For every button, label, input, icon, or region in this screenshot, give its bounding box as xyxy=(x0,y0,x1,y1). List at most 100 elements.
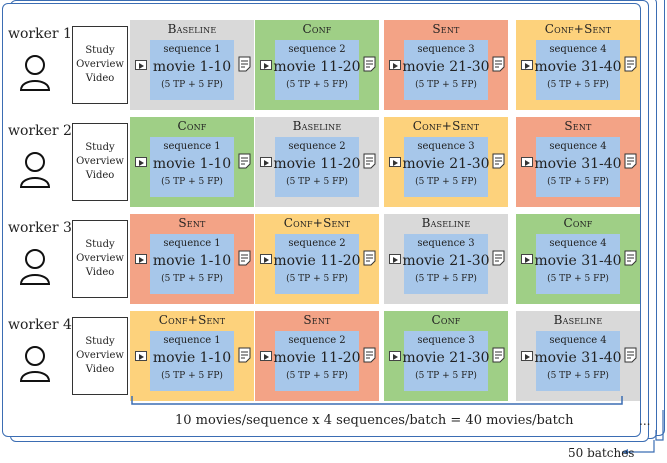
sequence-box: sequence 4 movie 31-40 (5 TP + 5 FP) xyxy=(534,234,622,294)
condition-name: Sent xyxy=(432,22,460,36)
video-play-icon xyxy=(135,60,147,70)
condition-block: Conf sequence 4 movie 31-40 (5 TP + 5 FP… xyxy=(516,214,640,304)
sequence-box: sequence 2 movie 11-20 (5 TP + 5 FP) xyxy=(273,234,361,294)
person-icon xyxy=(19,55,51,91)
movie-range: movie 31-40 xyxy=(534,156,622,172)
movie-range: movie 1-10 xyxy=(152,350,232,366)
worker-label: worker 2 xyxy=(8,123,72,139)
questionnaire-icon xyxy=(238,153,251,169)
tp-fp-counts: (5 TP + 5 FP) xyxy=(286,80,348,90)
tp-fp-counts: (5 TP + 5 FP) xyxy=(415,80,477,90)
study-line: Video xyxy=(85,73,115,84)
sequence-box: sequence 3 movie 21-30 (5 TP + 5 FP) xyxy=(402,234,490,294)
tp-fp-counts: (5 TP + 5 FP) xyxy=(161,177,223,187)
questionnaire-icon xyxy=(624,56,637,72)
questionnaire-icon xyxy=(492,347,505,363)
sequence-label: sequence 3 xyxy=(417,335,475,346)
worker-row: worker 4 Study Overview Video Conf+Sent … xyxy=(8,311,648,401)
sequence-label: sequence 4 xyxy=(549,238,607,249)
condition-name: Conf+Sent xyxy=(283,216,351,230)
ellipsis-text: ... xyxy=(639,414,651,428)
movie-range: movie 21-30 xyxy=(402,156,490,172)
condition-block: Conf sequence 1 movie 1-10 (5 TP + 5 FP) xyxy=(130,117,254,207)
video-play-icon xyxy=(260,157,272,167)
condition-block: Conf+Sent sequence 3 movie 21-30 (5 TP +… xyxy=(384,117,508,207)
tp-fp-counts: (5 TP + 5 FP) xyxy=(547,177,609,187)
study-line: Study xyxy=(85,239,115,250)
video-play-icon xyxy=(389,254,401,264)
study-line: Study xyxy=(85,142,115,153)
sequence-box: sequence 4 movie 31-40 (5 TP + 5 FP) xyxy=(534,331,622,391)
movie-range: movie 1-10 xyxy=(152,253,232,269)
video-play-icon xyxy=(521,254,533,264)
study-line: Overview xyxy=(76,156,124,167)
condition-block: Baseline sequence 3 movie 21-30 (5 TP + … xyxy=(384,214,508,304)
condition-block: Conf+Sent sequence 1 movie 1-10 (5 TP + … xyxy=(130,311,254,401)
questionnaire-icon xyxy=(363,347,376,363)
condition-name: Baseline xyxy=(167,22,217,36)
sequence-box: sequence 1 movie 1-10 (5 TP + 5 FP) xyxy=(150,234,234,294)
movie-range: movie 11-20 xyxy=(273,59,361,75)
study-line: Study xyxy=(85,336,115,347)
questionnaire-icon xyxy=(624,347,637,363)
questionnaire-icon xyxy=(363,250,376,266)
questionnaire-icon xyxy=(238,347,251,363)
tp-fp-counts: (5 TP + 5 FP) xyxy=(547,371,609,381)
tp-fp-counts: (5 TP + 5 FP) xyxy=(161,371,223,381)
movie-range: movie 1-10 xyxy=(152,59,232,75)
movie-range: movie 11-20 xyxy=(273,253,361,269)
questionnaire-icon xyxy=(624,153,637,169)
condition-name: Conf xyxy=(563,216,593,230)
condition-name: Conf xyxy=(177,119,207,133)
tp-fp-counts: (5 TP + 5 FP) xyxy=(415,177,477,187)
movie-range: movie 21-30 xyxy=(402,253,490,269)
video-play-icon xyxy=(135,351,147,361)
condition-name: Baseline xyxy=(553,313,603,327)
video-play-icon xyxy=(260,351,272,361)
sequence-label: sequence 3 xyxy=(417,238,475,249)
condition-block: Baseline sequence 2 movie 11-20 (5 TP + … xyxy=(255,117,379,207)
questionnaire-icon xyxy=(624,250,637,266)
sequence-label: sequence 4 xyxy=(549,141,607,152)
video-play-icon xyxy=(135,254,147,264)
movie-range: movie 11-20 xyxy=(273,156,361,172)
sequence-label: sequence 1 xyxy=(163,238,221,249)
condition-name: Baseline xyxy=(292,119,342,133)
batch-summary-text: 10 movies/sequence x 4 sequences/batch =… xyxy=(175,413,574,428)
condition-block: Baseline sequence 4 movie 31-40 (5 TP + … xyxy=(516,311,640,401)
sequence-label: sequence 1 xyxy=(163,141,221,152)
video-play-icon xyxy=(135,157,147,167)
condition-block: Conf sequence 2 movie 11-20 (5 TP + 5 FP… xyxy=(255,20,379,110)
tp-fp-counts: (5 TP + 5 FP) xyxy=(161,274,223,284)
questionnaire-icon xyxy=(363,56,376,72)
condition-name: Conf xyxy=(302,22,332,36)
condition-name: Sent xyxy=(178,216,206,230)
condition-name: Sent xyxy=(303,313,331,327)
person-icon xyxy=(19,346,51,382)
condition-name: Conf+Sent xyxy=(544,22,612,36)
tp-fp-counts: (5 TP + 5 FP) xyxy=(415,371,477,381)
sequence-box: sequence 1 movie 1-10 (5 TP + 5 FP) xyxy=(150,137,234,197)
sequence-box: sequence 1 movie 1-10 (5 TP + 5 FP) xyxy=(150,331,234,391)
video-play-icon xyxy=(389,60,401,70)
worker-label: worker 3 xyxy=(8,220,72,236)
condition-name: Sent xyxy=(564,119,592,133)
questionnaire-icon xyxy=(363,153,376,169)
worker-label: worker 4 xyxy=(8,317,72,333)
study-line: Study xyxy=(85,45,115,56)
tp-fp-counts: (5 TP + 5 FP) xyxy=(547,80,609,90)
worker-row: worker 2 Study Overview Video Conf seque… xyxy=(8,117,648,207)
sequence-box: sequence 3 movie 21-30 (5 TP + 5 FP) xyxy=(402,137,490,197)
movie-range: movie 1-10 xyxy=(152,156,232,172)
condition-name: Conf xyxy=(431,313,461,327)
sequence-label: sequence 1 xyxy=(163,44,221,55)
movie-range: movie 21-30 xyxy=(402,59,490,75)
worker-row: worker 1 Study Overview Video Baseline s… xyxy=(8,20,648,110)
tp-fp-counts: (5 TP + 5 FP) xyxy=(286,274,348,284)
batches-label: 50 batches xyxy=(568,446,635,460)
person-icon xyxy=(19,249,51,285)
study-line: Video xyxy=(85,267,115,278)
study-line: Overview xyxy=(76,350,124,361)
sequence-box: sequence 1 movie 1-10 (5 TP + 5 FP) xyxy=(150,40,234,100)
study-overview-video: Study Overview Video xyxy=(72,26,128,104)
